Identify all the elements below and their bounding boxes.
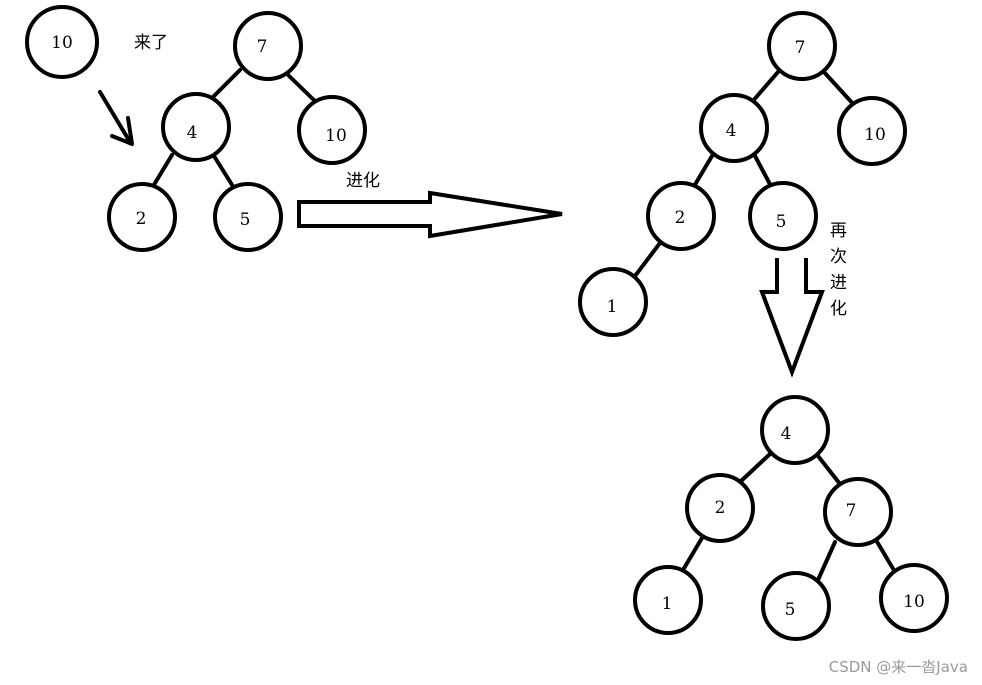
node-circle — [646, 181, 716, 251]
tree3-node-root: 4 — [760, 395, 830, 465]
node-label: 10 — [903, 592, 925, 612]
node-label: 4 — [726, 121, 737, 141]
node-circle — [25, 5, 99, 79]
node-circle — [578, 267, 648, 337]
node-label: 10 — [864, 125, 886, 145]
node-circle — [760, 395, 830, 465]
node-label: 7 — [257, 37, 268, 57]
tree3-node-left: 2 — [685, 473, 755, 543]
tree3-node-right: 7 — [823, 477, 893, 547]
watermark: CSDN @来一沓Java — [828, 658, 968, 676]
tree1-node-mid: 4 — [161, 92, 231, 162]
tree2-node-root-right: 10 — [837, 96, 907, 166]
tree2-node-right: 5 — [748, 181, 818, 251]
edge-t3-4-7 — [816, 454, 842, 486]
edge-t1-7-10 — [283, 70, 320, 106]
node-circle — [761, 571, 831, 641]
caption-evolve: 进化 — [346, 171, 380, 191]
caption-evolve-again: 再 次 进 化 — [830, 221, 847, 319]
node-label: 10 — [51, 33, 73, 53]
node-circle — [161, 92, 231, 162]
insert-arrow-shaft — [98, 90, 132, 144]
tree2-node-root: 7 — [767, 11, 837, 81]
tree1-node-left-leaf: 2 — [107, 182, 177, 252]
node-label: 2 — [136, 209, 147, 229]
node-label: 4 — [187, 123, 198, 143]
node-circle — [879, 563, 949, 633]
evolve-arrow — [297, 190, 563, 239]
caption-evolve-again-char: 化 — [830, 299, 847, 319]
node-circle — [823, 477, 893, 547]
insert-arrow-head — [110, 116, 134, 146]
incoming-node: 10 — [25, 5, 99, 79]
edge-t2-7-10 — [822, 70, 857, 108]
node-label: 5 — [776, 212, 787, 232]
node-circle — [685, 473, 755, 543]
node-label: 7 — [795, 38, 806, 58]
tree1-node-right-leaf: 5 — [213, 182, 283, 252]
caption-evolve-again-char: 进 — [830, 273, 847, 293]
tree2-node-left: 2 — [646, 181, 716, 251]
edge-t1-4-2 — [150, 153, 174, 190]
node-label: 4 — [781, 424, 792, 444]
caption-arrives: 来了 — [134, 33, 168, 53]
tree2-node-mid: 4 — [699, 93, 769, 163]
node-circle — [233, 11, 303, 81]
edge-t1-7-4 — [208, 68, 242, 102]
edge-t3-2-1 — [681, 536, 704, 572]
node-label: 7 — [846, 501, 857, 521]
tree3-node-right-right: 10 — [879, 563, 949, 633]
node-label: 5 — [785, 600, 796, 620]
node-label: 2 — [715, 498, 726, 518]
node-circle — [633, 565, 703, 635]
caption-evolve-again-char: 再 — [830, 221, 847, 241]
edge-t3-7-5 — [816, 540, 837, 582]
node-label: 1 — [607, 297, 618, 317]
node-circle — [748, 181, 818, 251]
tree3-node-right-left: 5 — [761, 571, 831, 641]
node-circle — [767, 11, 837, 81]
edge-t2-7-4 — [750, 70, 780, 104]
node-circle — [699, 93, 769, 163]
edge-t2-4-5 — [753, 154, 774, 190]
tree1-node-root: 7 — [233, 11, 303, 81]
node-label: 5 — [240, 210, 251, 230]
evolve-again-arrow — [759, 258, 825, 378]
edge-t1-4-5 — [212, 154, 236, 190]
edge-t3-4-2 — [738, 452, 772, 484]
edge-t2-4-2 — [691, 154, 714, 190]
node-label: 2 — [675, 208, 686, 228]
node-label: 1 — [662, 594, 673, 614]
edge-t3-7-10 — [874, 538, 897, 574]
node-circle — [213, 182, 283, 252]
tree3-node-left-leaf: 1 — [633, 565, 703, 635]
node-label: 10 — [325, 126, 347, 146]
tree1-node-root-right: 10 — [297, 95, 367, 165]
node-circle — [107, 182, 177, 252]
node-circle — [297, 95, 367, 165]
node-circle — [837, 96, 907, 166]
caption-evolve-again-char: 次 — [830, 247, 847, 267]
edge-t2-2-1 — [633, 241, 662, 278]
tree2-node-bottom: 1 — [578, 267, 648, 337]
